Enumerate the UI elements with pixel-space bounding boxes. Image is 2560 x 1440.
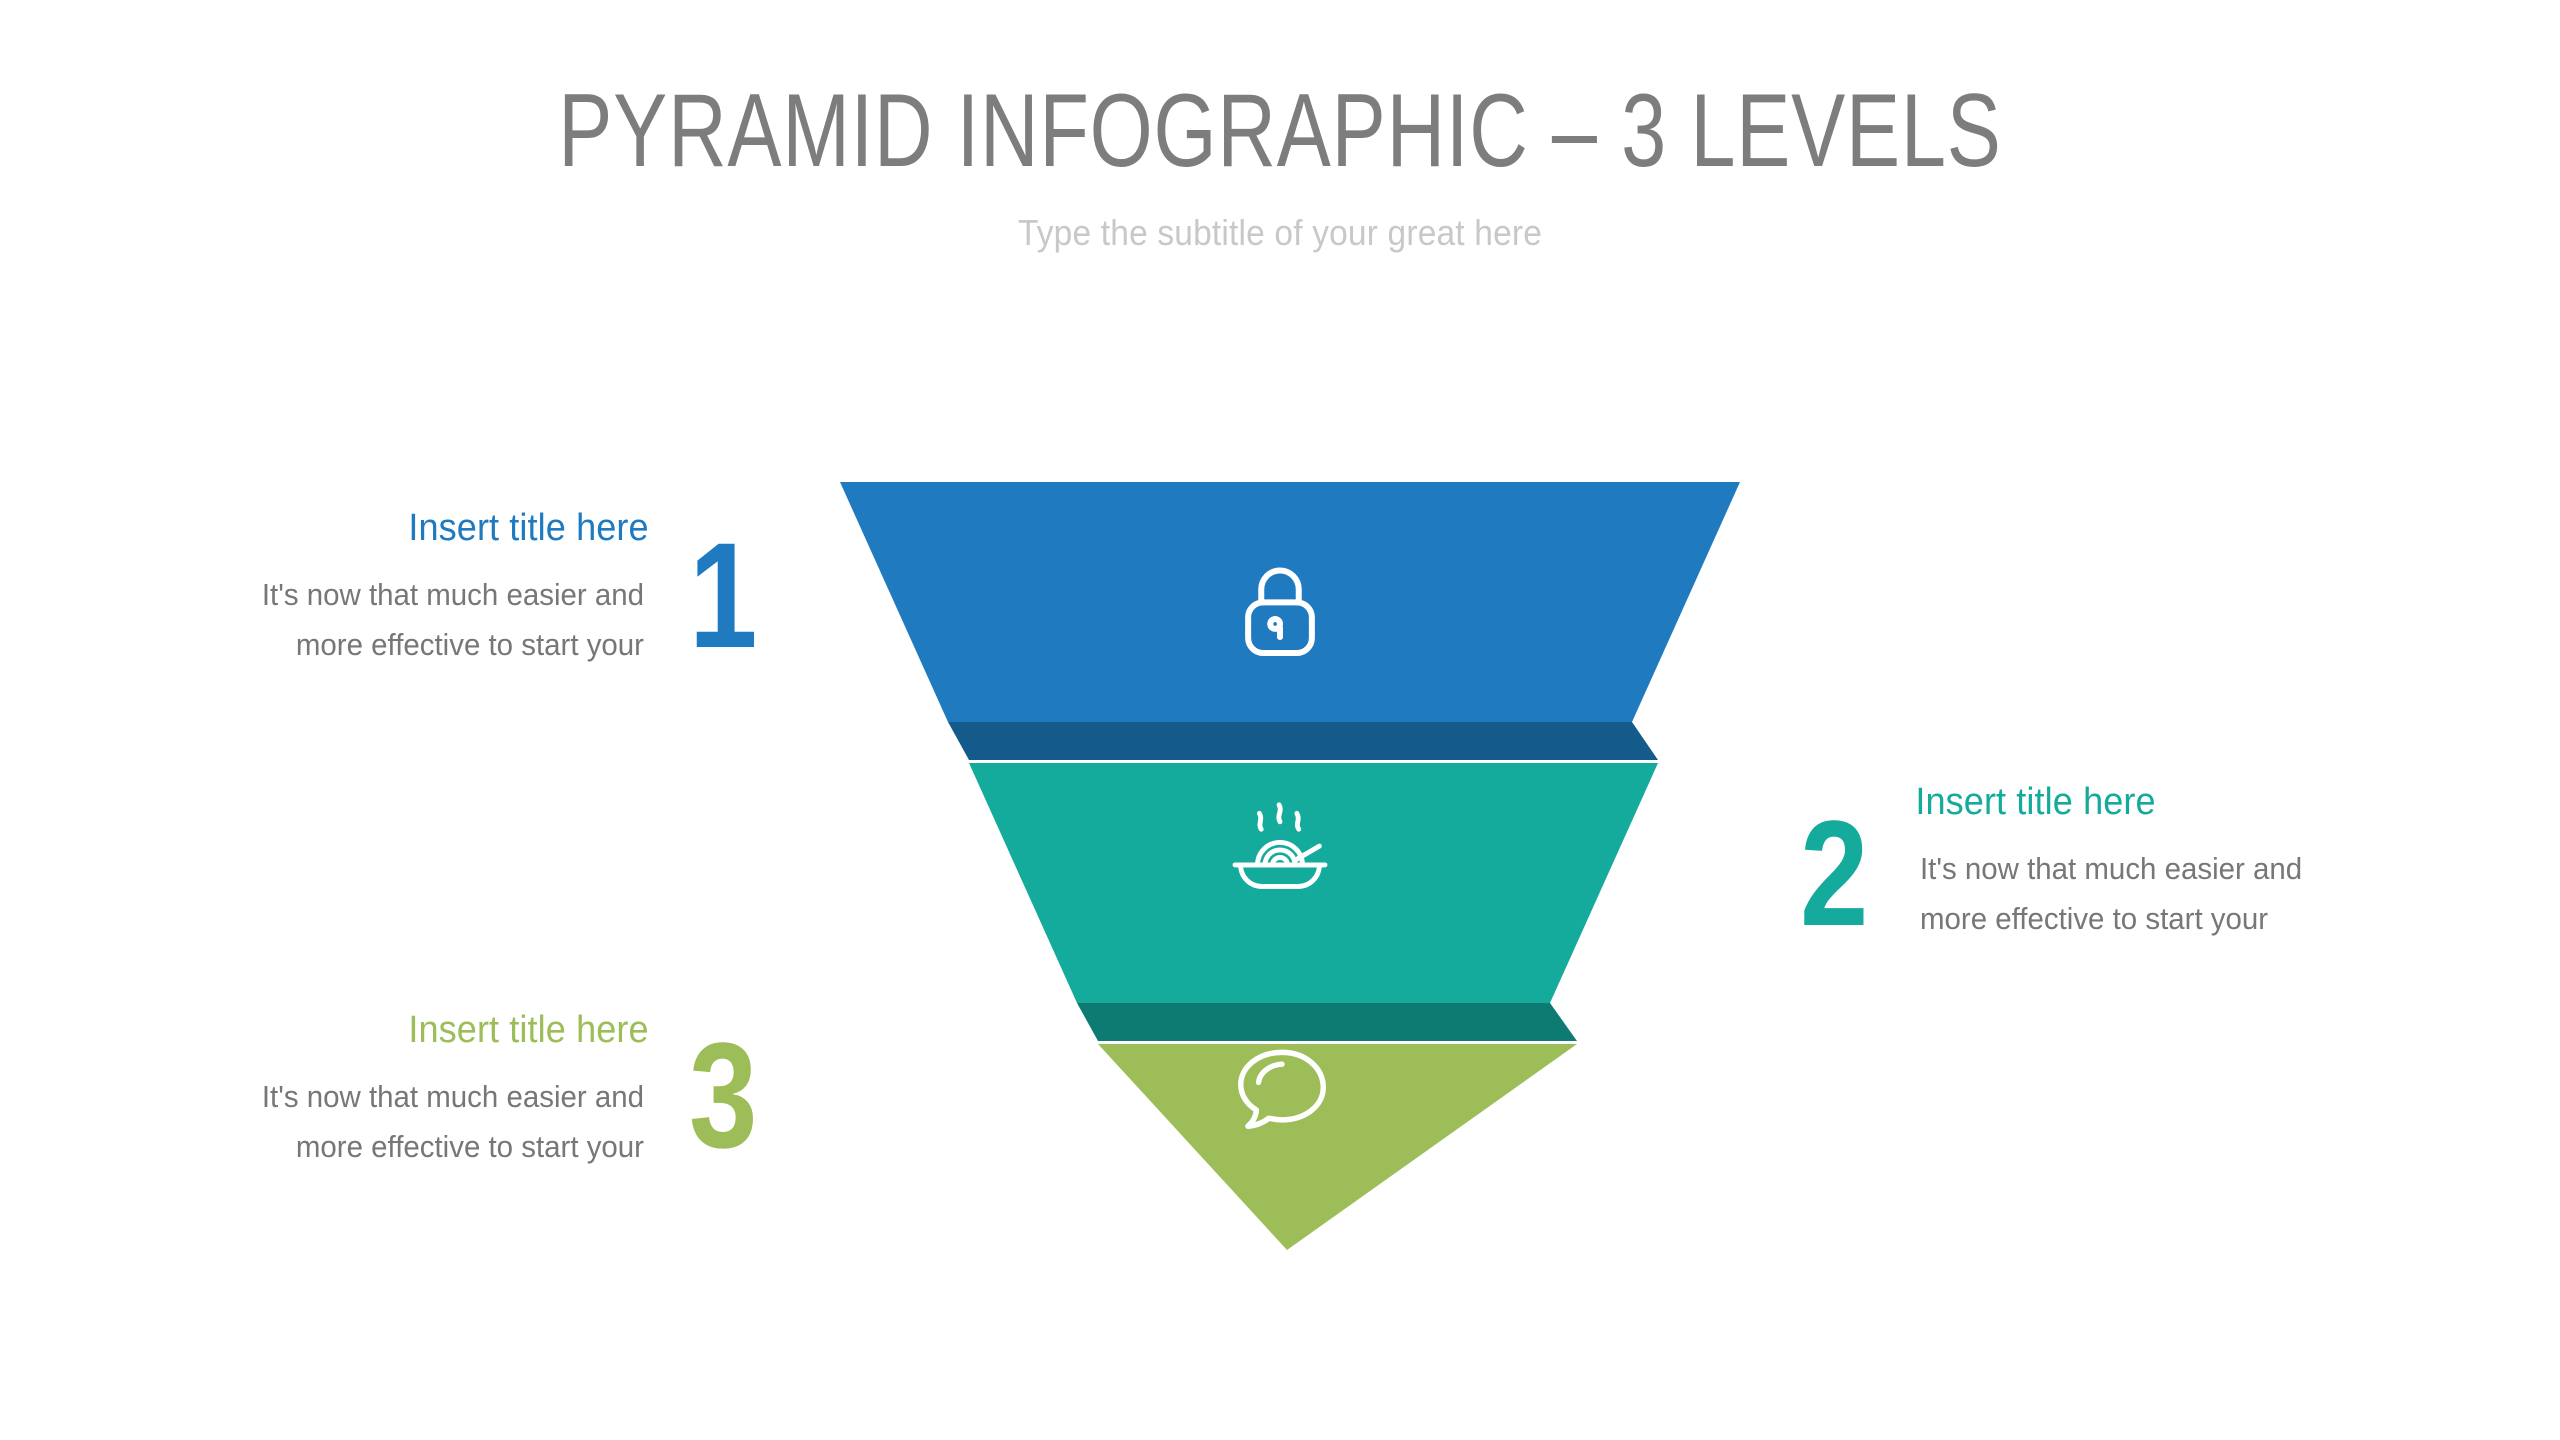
level-1-text: Insert title here It's now that much eas… [215, 507, 655, 670]
level-2-title: Insert title here [1915, 781, 2157, 823]
level-3-number: 3 [688, 1011, 757, 1179]
pyramid-fold-2 [1077, 1003, 1577, 1041]
level-1-title: Insert title here [407, 507, 649, 549]
slide-header: PYRAMID INFOGRAPHIC – 3 LEVELS Type the … [0, 0, 2560, 254]
level-2-body: It's now that much easier and more effec… [1920, 850, 2303, 937]
page-subtitle: Type the subtitle of your great here [1017, 212, 1543, 254]
level-3-body: It's now that much easier and more effec… [261, 1078, 644, 1165]
pyramid-svg [840, 482, 1740, 1250]
pyramid-segment-3[interactable] [1098, 1044, 1577, 1250]
level-1-body: It's now that much easier and more effec… [261, 576, 644, 663]
page-title: PYRAMID INFOGRAPHIC – 3 LEVELS [558, 73, 2002, 189]
pyramid-segment-2[interactable] [969, 763, 1658, 1003]
pyramid-fold-1 [948, 722, 1658, 760]
pyramid-chart [820, 460, 1750, 1270]
level-3-title: Insert title here [407, 1009, 649, 1051]
level-block-3[interactable]: Insert title here It's now that much eas… [150, 1009, 770, 1179]
level-block-2[interactable]: 2 Insert title here It's now that much e… [1800, 781, 2420, 957]
level-2-number: 2 [1800, 789, 1868, 957]
pyramid-segment-1[interactable] [840, 482, 1740, 722]
level-block-1[interactable]: Insert title here It's now that much eas… [150, 507, 770, 679]
level-1-number: 1 [688, 511, 757, 679]
level-2-text: Insert title here It's now that much eas… [1909, 781, 2349, 944]
level-3-text: Insert title here It's now that much eas… [215, 1009, 655, 1172]
